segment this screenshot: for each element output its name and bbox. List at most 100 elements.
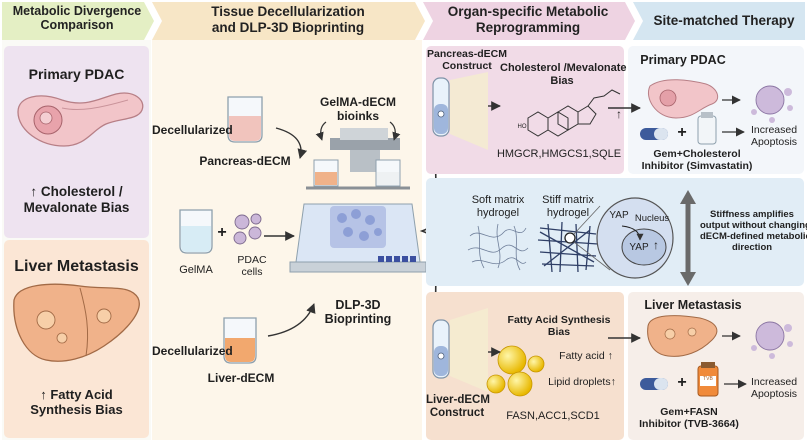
lipid-droplets-label: Lipid droplets↑ xyxy=(548,376,616,388)
therapy-pdac-title: Primary PDAC xyxy=(640,53,726,67)
stiffness-note-line1: Stiffness amplifies xyxy=(710,209,794,220)
therapy-liver-icon xyxy=(647,315,718,357)
arrow-bioink-right xyxy=(389,121,401,141)
liver-bias-line2: Synthesis Bias xyxy=(30,401,123,417)
sterol-ho-label: HO xyxy=(517,124,527,130)
bioink-line2: bioinks xyxy=(336,108,379,123)
vial-top-icon xyxy=(697,112,717,145)
fatty-acid-label: Fatty acid ↑ xyxy=(559,350,613,362)
arrow-pancreas-to-bioink xyxy=(275,127,308,159)
gelma-beaker-icon xyxy=(179,209,213,254)
liver-construct-label: Liver-dECM Construct xyxy=(426,394,490,420)
pdac-cells-icon xyxy=(233,213,262,245)
liver-construct-tube-icon xyxy=(432,308,488,392)
fa-bias-line1: Fatty Acid Synthesis xyxy=(507,314,611,326)
fatty-acid-genes: FASN,ACC1,SCD1 xyxy=(506,410,600,422)
liver-bias-text: ↑ Fatty Acid Synthesis Bias xyxy=(4,387,149,418)
stiffness-note-line3: dECM-defined metabolic xyxy=(700,230,807,242)
pdac-cells-label: PDAC cells xyxy=(232,254,272,278)
cell-nucleus-icon xyxy=(596,197,674,279)
header-col3-line1: Organ-specific Metabolic xyxy=(447,4,609,19)
therapy-liver-title: Liver Metastasis xyxy=(644,298,742,312)
dlp-label: DLP-3D Bioprinting xyxy=(318,298,398,327)
gelma-label: GelMA xyxy=(179,264,213,276)
increased-bottom-line2: Apoptosis xyxy=(750,388,798,401)
pdac-drug-line2: Inhibitor (Simvastatin) xyxy=(641,160,753,173)
header-col4-bar xyxy=(633,2,805,40)
zoom-line-top xyxy=(573,205,601,235)
pdac-therapy-panel xyxy=(628,46,804,174)
header-col2-line2: and DLP-3D Bioprinting xyxy=(211,19,365,35)
pancreas-decm-label: Pancreas-dECM xyxy=(199,154,291,168)
vial-bottom-icon xyxy=(697,362,719,397)
decellularized-bottom: Decellularized xyxy=(152,344,233,358)
header-col1: Metabolic Divergence Comparison xyxy=(4,4,150,33)
arrow-bioink-left xyxy=(315,121,327,141)
header-col3-line2: Reprogramming xyxy=(475,19,581,35)
increased-top-line1: Increased xyxy=(750,124,798,136)
increased-top-line2: Apoptosis xyxy=(750,136,798,149)
liver-construct-line2: Construct xyxy=(429,407,485,420)
header-col2: Tissue Decellularization and DLP-3D Biop… xyxy=(160,4,416,35)
pdac-cells-line2: cells xyxy=(241,266,263,279)
therapy-pancreas-icon xyxy=(648,79,719,119)
pancreas-decm-beaker-icon xyxy=(227,96,263,143)
liver-decm-label: Liver-dECM xyxy=(207,371,275,385)
nucleus-label: Nucleus xyxy=(634,213,670,224)
increased-apoptosis-bottom: Increased Apoptosis xyxy=(744,376,804,400)
increased-bottom-line1: Increased xyxy=(750,376,798,388)
header-col2-line1: Tissue Decellularization xyxy=(211,4,365,19)
stiff-matrix-label: Stiff matrix hydrogel xyxy=(532,194,604,219)
chol-bias-line2: Bias xyxy=(550,74,574,87)
apoptotic-cell-top-icon xyxy=(751,85,793,123)
header-col1-bar xyxy=(2,2,154,40)
dlp-printer-icon xyxy=(289,128,427,273)
capsule-bottom-icon xyxy=(640,378,668,390)
dlp-line1: DLP-3D xyxy=(335,298,381,312)
capsule-top-icon xyxy=(640,128,668,140)
apoptotic-cell-bottom-icon xyxy=(751,321,793,359)
stiff-matrix-fibers-icon xyxy=(537,221,599,273)
soft-matrix-label: Soft matrix hydrogel xyxy=(460,194,536,219)
double-arrow-head-top xyxy=(680,190,696,204)
zoom-line-bottom xyxy=(573,241,611,271)
liver-decm-beaker-icon xyxy=(223,317,257,364)
liver-drug-line2: Inhibitor (TVB-3664) xyxy=(639,418,739,431)
stiffness-note-line2: output without changing xyxy=(700,219,807,231)
stiffness-note: Stiffness amplifies output without chang… xyxy=(700,209,807,254)
header-col2-bar xyxy=(152,2,425,40)
liver-drug-label: Gem+FASN Inhibitor (TVB-3664) xyxy=(634,406,744,430)
zoom-circle-icon xyxy=(564,232,576,244)
pancreas-organ-icon xyxy=(17,92,144,147)
pdac-cells-line1: PDAC xyxy=(237,254,267,266)
bioink-line1: GelMA-dECM xyxy=(320,95,396,109)
chol-bias-line1: Cholesterol /Mevalonate xyxy=(500,62,627,74)
stiffness-note-line4: direction xyxy=(731,241,773,253)
liver-title: Liver Metastasis xyxy=(14,258,139,275)
cholesterol-bias-title: Cholesterol /Mevalonate Bias xyxy=(500,62,627,87)
pancreas-construct-line1: Pancreas-dECM xyxy=(427,48,507,60)
liver-bias-line1: ↑ Fatty Acid xyxy=(40,387,113,402)
plus-bottom: + xyxy=(677,374,687,391)
bioink-label: GelMA-dECM bioinks xyxy=(300,95,416,124)
liver-construct-line1: Liver-dECM xyxy=(426,394,490,406)
cholesterol-up-arrow: ↑ xyxy=(616,107,622,121)
header-col3-bar xyxy=(423,2,635,40)
decellularized-top: Decellularized xyxy=(152,123,233,137)
pdac-bias-line1: ↑ Cholesterol / xyxy=(30,184,123,199)
header-col1-line2: Comparison xyxy=(40,18,114,33)
header-col1-line1: Metabolic Divergence xyxy=(12,4,142,18)
stiff-matrix-line1: Stiff matrix xyxy=(542,194,594,206)
pdac-drug-line1: Gem+Cholesterol xyxy=(653,148,741,160)
yap-cyto-label: YAP xyxy=(609,210,629,221)
arrow-liver-to-printer xyxy=(267,303,316,337)
stiff-matrix-line2: hydrogel xyxy=(546,206,590,219)
fatty-acid-bias-title: Fatty Acid Synthesis Bias xyxy=(494,314,624,338)
liver-organ-icon xyxy=(13,283,140,362)
dlp-line2: Bioprinting xyxy=(324,312,392,327)
lipid-droplets-icon xyxy=(486,345,545,397)
header-col4: Site-matched Therapy xyxy=(653,13,795,28)
cholesterol-structure-icon xyxy=(527,89,621,137)
